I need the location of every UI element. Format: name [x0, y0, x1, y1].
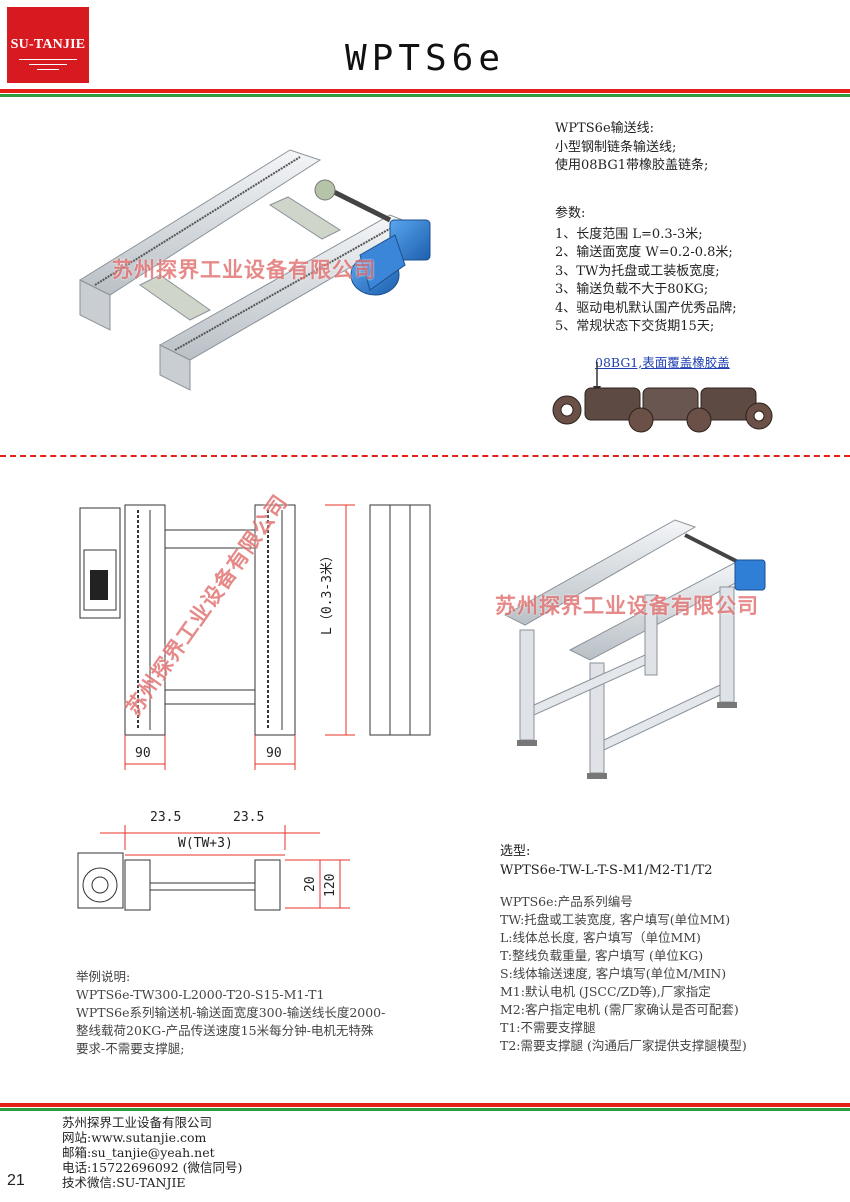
header-red-rule: [0, 89, 850, 93]
params-title: 参数:: [555, 206, 586, 221]
selection-item: T2:需要支撑腿 (沟通后厂家提供支撑腿模型): [500, 1038, 747, 1053]
selection-block: 选型: WPTS6e-TW-L-T-S-M1/M2-T1/T2: [500, 843, 713, 880]
dim-offset-b: 23.5: [233, 810, 265, 825]
selection-item: T:整线负载重量, 客户填写 (单位KG): [500, 948, 704, 963]
param-item: 3、TW为托盘或工装板宽度;: [555, 263, 720, 279]
cross-section-drawing: [77, 825, 350, 911]
dim-side-a: 90: [135, 746, 151, 761]
selection-item: TW:托盘或工装宽度, 客户填写(单位MM): [500, 912, 731, 927]
example-block: 举例说明: WPTS6e-TW300-L2000-T20-S15-M1-T1 W…: [76, 968, 385, 1058]
watermark-right: 苏州探界工业设备有限公司: [495, 594, 759, 618]
selection-items: WPTS6e:产品系列编号 TW:托盘或工装宽度, 客户填写(单位MM) L:线…: [500, 893, 747, 1055]
dim-side-b: 90: [266, 746, 282, 761]
dim-offset-a: 23.5: [150, 810, 182, 825]
dim-height-a: 20: [303, 876, 318, 892]
footer-red-rule: [0, 1103, 850, 1107]
footer-website: 网站:www.sutanjie.com: [62, 1130, 207, 1145]
selection-item: T1:不需要支撑腿: [500, 1020, 596, 1035]
intro-text: WPTS6e输送线: 小型钢制链条输送线; 使用08BG1带橡胶盖链条;: [555, 120, 708, 176]
header-green-rule: [0, 94, 850, 97]
dim-length: L（0.3-3米）: [320, 549, 335, 635]
intro-line: 小型钢制链条输送线;: [555, 139, 677, 155]
selection-title: 选型:: [500, 844, 531, 859]
param-item: 5、常规状态下交货期15天;: [555, 319, 715, 334]
section-divider: [0, 455, 850, 457]
footer-email: 邮箱:su_tanjie@yeah.net: [62, 1145, 215, 1160]
example-code: WPTS6e-TW300-L2000-T20-S15-M1-T1: [76, 987, 325, 1002]
conveyor-with-legs-illustration: [503, 519, 766, 779]
selection-item: S:线体输送速度, 客户填写(单位M/MIN): [500, 966, 727, 981]
selection-item: M1:默认电机 (JSCC/ZD等),厂家指定: [500, 984, 711, 999]
selection-item: L:线体总长度, 客户填写（单位MM): [500, 930, 701, 945]
chain-illustration: [552, 362, 773, 433]
param-item: 3、输送负载不大于80KG;: [555, 282, 709, 297]
param-item: 4、驱动电机默认国产优秀品牌;: [555, 300, 737, 316]
footer-contact: 苏州探界工业设备有限公司 网站:www.sutanjie.com 邮箱:su_t…: [62, 1115, 242, 1190]
param-item: 1、长度范围 L=0.3-3米;: [555, 226, 703, 242]
intro-line: WPTS6e输送线:: [555, 121, 655, 136]
param-item: 2、输送面宽度 W=0.2-0.8米;: [555, 245, 733, 260]
chain-label: 08BG1,表面覆盖橡胶盖: [595, 355, 730, 370]
page-number: 21: [7, 1172, 25, 1189]
dim-height-b: 120: [323, 873, 338, 897]
brand-logo: SU-TANJIE: [7, 7, 89, 83]
intro-line: 使用08BG1带橡胶盖链条;: [555, 158, 709, 173]
example-title: 举例说明:: [76, 969, 131, 984]
watermark-top: 苏州探界工业设备有限公司: [112, 258, 376, 282]
selection-item: WPTS6e:产品系列编号: [500, 894, 633, 909]
params-block: 参数: 1、长度范围 L=0.3-3米; 2、输送面宽度 W=0.2-0.8米;…: [555, 205, 737, 337]
dim-width: W(TW+3): [178, 836, 233, 851]
footer-wechat: 技术微信:SU-TANJIE: [62, 1175, 186, 1190]
example-desc-line: 要求-不需要支撑腿;: [76, 1041, 185, 1056]
footer-green-rule: [0, 1108, 850, 1111]
example-desc-line: WPTS6e系列输送机-输送面宽度300-输送线长度2000-: [76, 1005, 386, 1020]
conveyor-illustration: [78, 149, 431, 391]
footer-company: 苏州探界工业设备有限公司: [62, 1115, 213, 1130]
selection-item: M2:客户指定电机 (需厂家确认是否可配套): [500, 1002, 739, 1017]
top-view-drawing: [79, 504, 431, 770]
footer-phone: 电话:15722696092 (微信同号): [62, 1160, 243, 1175]
page-title: WPTS6e: [344, 38, 506, 79]
selection-code: WPTS6e-TW-L-T-S-M1/M2-T1/T2: [500, 862, 713, 878]
logo-text: SU-TANJIE: [10, 37, 86, 52]
example-desc-line: 整线载荷20KG-产品传送速度15米每分钟-电机无特殊: [76, 1023, 374, 1038]
